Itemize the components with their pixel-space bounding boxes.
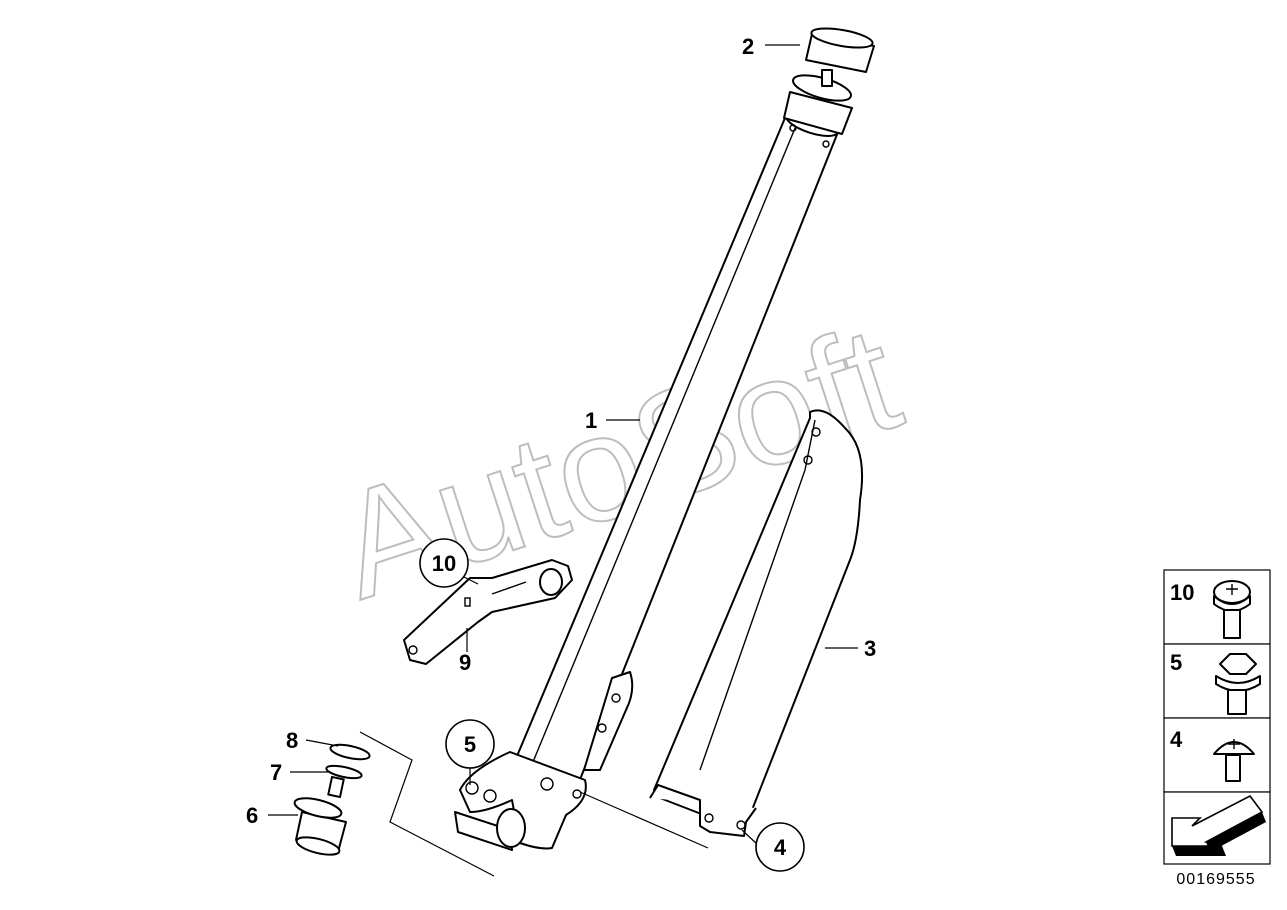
svg-text:10: 10 bbox=[432, 551, 456, 576]
callout-9: 9 bbox=[459, 650, 471, 675]
callout-3: 3 bbox=[864, 636, 876, 661]
callout-6: 6 bbox=[246, 803, 258, 828]
svg-text:7: 7 bbox=[270, 760, 282, 785]
hardware-legend: 10 5 4 bbox=[1163, 569, 1271, 865]
pan-head-screw-icon bbox=[1213, 739, 1255, 782]
svg-text:4: 4 bbox=[774, 835, 787, 860]
mounting-bracket bbox=[403, 559, 573, 665]
guide-line-cover bbox=[579, 791, 709, 849]
svg-text:6: 6 bbox=[246, 803, 258, 828]
callout-1: 1 bbox=[585, 408, 597, 433]
callout-10: 10 bbox=[419, 538, 469, 588]
guide-line-sensor bbox=[359, 731, 495, 877]
callout-2: 2 bbox=[742, 34, 754, 59]
fork-slider-bottom bbox=[454, 671, 634, 851]
svg-text:9: 9 bbox=[459, 650, 471, 675]
fork-cap bbox=[805, 27, 875, 73]
legend-label-5: 5 bbox=[1170, 650, 1182, 675]
svg-text:8: 8 bbox=[286, 728, 298, 753]
svg-text:5: 5 bbox=[464, 732, 476, 757]
svg-text:2: 2 bbox=[742, 34, 754, 59]
callout-8: 8 bbox=[286, 728, 298, 753]
hex-bolt-icon bbox=[1215, 653, 1261, 715]
svg-text:1: 1 bbox=[585, 408, 597, 433]
callout-4: 4 bbox=[755, 822, 805, 872]
legend-label-4: 4 bbox=[1170, 727, 1183, 752]
document-number: 00169555 bbox=[1176, 871, 1255, 888]
flange-screw-icon bbox=[1213, 580, 1251, 639]
fork-protector bbox=[649, 409, 864, 837]
svg-text:3: 3 bbox=[864, 636, 876, 661]
callout-7: 7 bbox=[270, 760, 282, 785]
leader-lines bbox=[268, 44, 858, 846]
sensor-assembly bbox=[293, 743, 371, 856]
direction-arrow-icon bbox=[1171, 794, 1266, 856]
callout-5: 5 bbox=[445, 719, 495, 769]
legend-label-10: 10 bbox=[1170, 580, 1194, 605]
